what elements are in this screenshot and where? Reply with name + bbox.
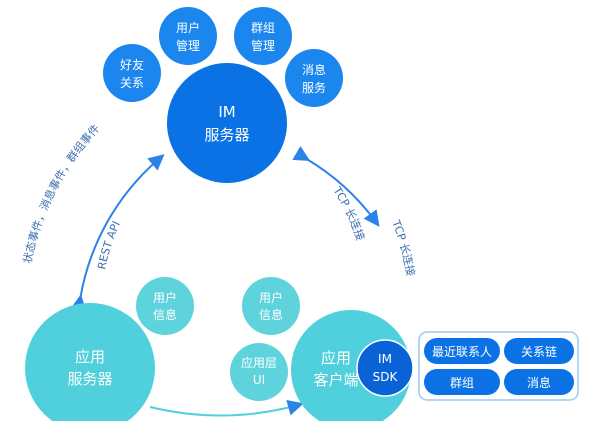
sdk-feature-label-2: 关系链 [521, 344, 557, 359]
app-server-circle [25, 303, 155, 421]
app-client-ui-layer-line1: 应用层 [241, 355, 277, 370]
arc-right-outer [292, 146, 380, 227]
app-server-line1: 应用 [75, 348, 105, 366]
im-sdk-line2: SDK [373, 370, 399, 384]
service-friends-line1: 好友 [120, 58, 144, 72]
sdk-feature-pill-4 [504, 369, 574, 395]
service-group-management-line1: 群组 [251, 21, 275, 35]
app-client-ui-layer [230, 343, 288, 401]
sdk-feature-label-1: 最近联系人 [432, 345, 492, 359]
sdk-feature-pill-2 [504, 338, 574, 364]
label-left-outer: 状态事件，消息事件，群组事件 [20, 122, 102, 265]
service-messaging-line1: 消息 [302, 62, 326, 77]
service-user-management [159, 7, 217, 65]
sdk-feature-pill-3 [424, 369, 500, 395]
service-messaging [285, 49, 343, 107]
app-client-user-info-line2: 信息 [259, 307, 283, 322]
arc-bottom [149, 399, 304, 417]
app-client-user-info-line1: 用户 [259, 290, 283, 305]
im-server-circle [167, 63, 287, 183]
label-right-inner: TCP 长连接 [330, 184, 367, 242]
service-user-management-line2: 管理 [176, 38, 200, 53]
im-server-line2: 服务器 [204, 126, 249, 144]
app-client-ui-layer-line2: UI [253, 373, 265, 387]
app-server-user-info-line1: 用户 [153, 290, 177, 305]
service-messaging-line2: 服务 [302, 80, 326, 95]
sdk-feature-label-4: 消息 [527, 375, 551, 390]
service-group-management-line2: 管理 [251, 38, 275, 53]
app-client-line2: 客户端 [313, 371, 358, 389]
label-left-inner: REST API [95, 219, 123, 271]
app-client-line1: 应用 [321, 349, 351, 367]
service-friends [103, 44, 161, 102]
im-server-line1: IM [218, 103, 235, 121]
im-sdk-circle [356, 339, 414, 397]
service-friends-line2: 关系 [120, 76, 144, 90]
arc-left-outer [70, 154, 165, 312]
app-server-line2: 服务器 [67, 370, 112, 388]
app-client-user-info [242, 277, 300, 335]
sdk-feature-pill-1 [424, 338, 500, 364]
label-right-outer: TCP 长连接 [389, 217, 417, 277]
app-server-user-info-line2: 信息 [153, 307, 177, 322]
im-sdk-line1: IM [378, 352, 392, 366]
service-user-management-line1: 用户 [176, 20, 200, 35]
service-group-management [234, 7, 292, 65]
app-server-user-info [136, 277, 194, 335]
sdk-feature-label-3: 群组 [450, 376, 474, 390]
